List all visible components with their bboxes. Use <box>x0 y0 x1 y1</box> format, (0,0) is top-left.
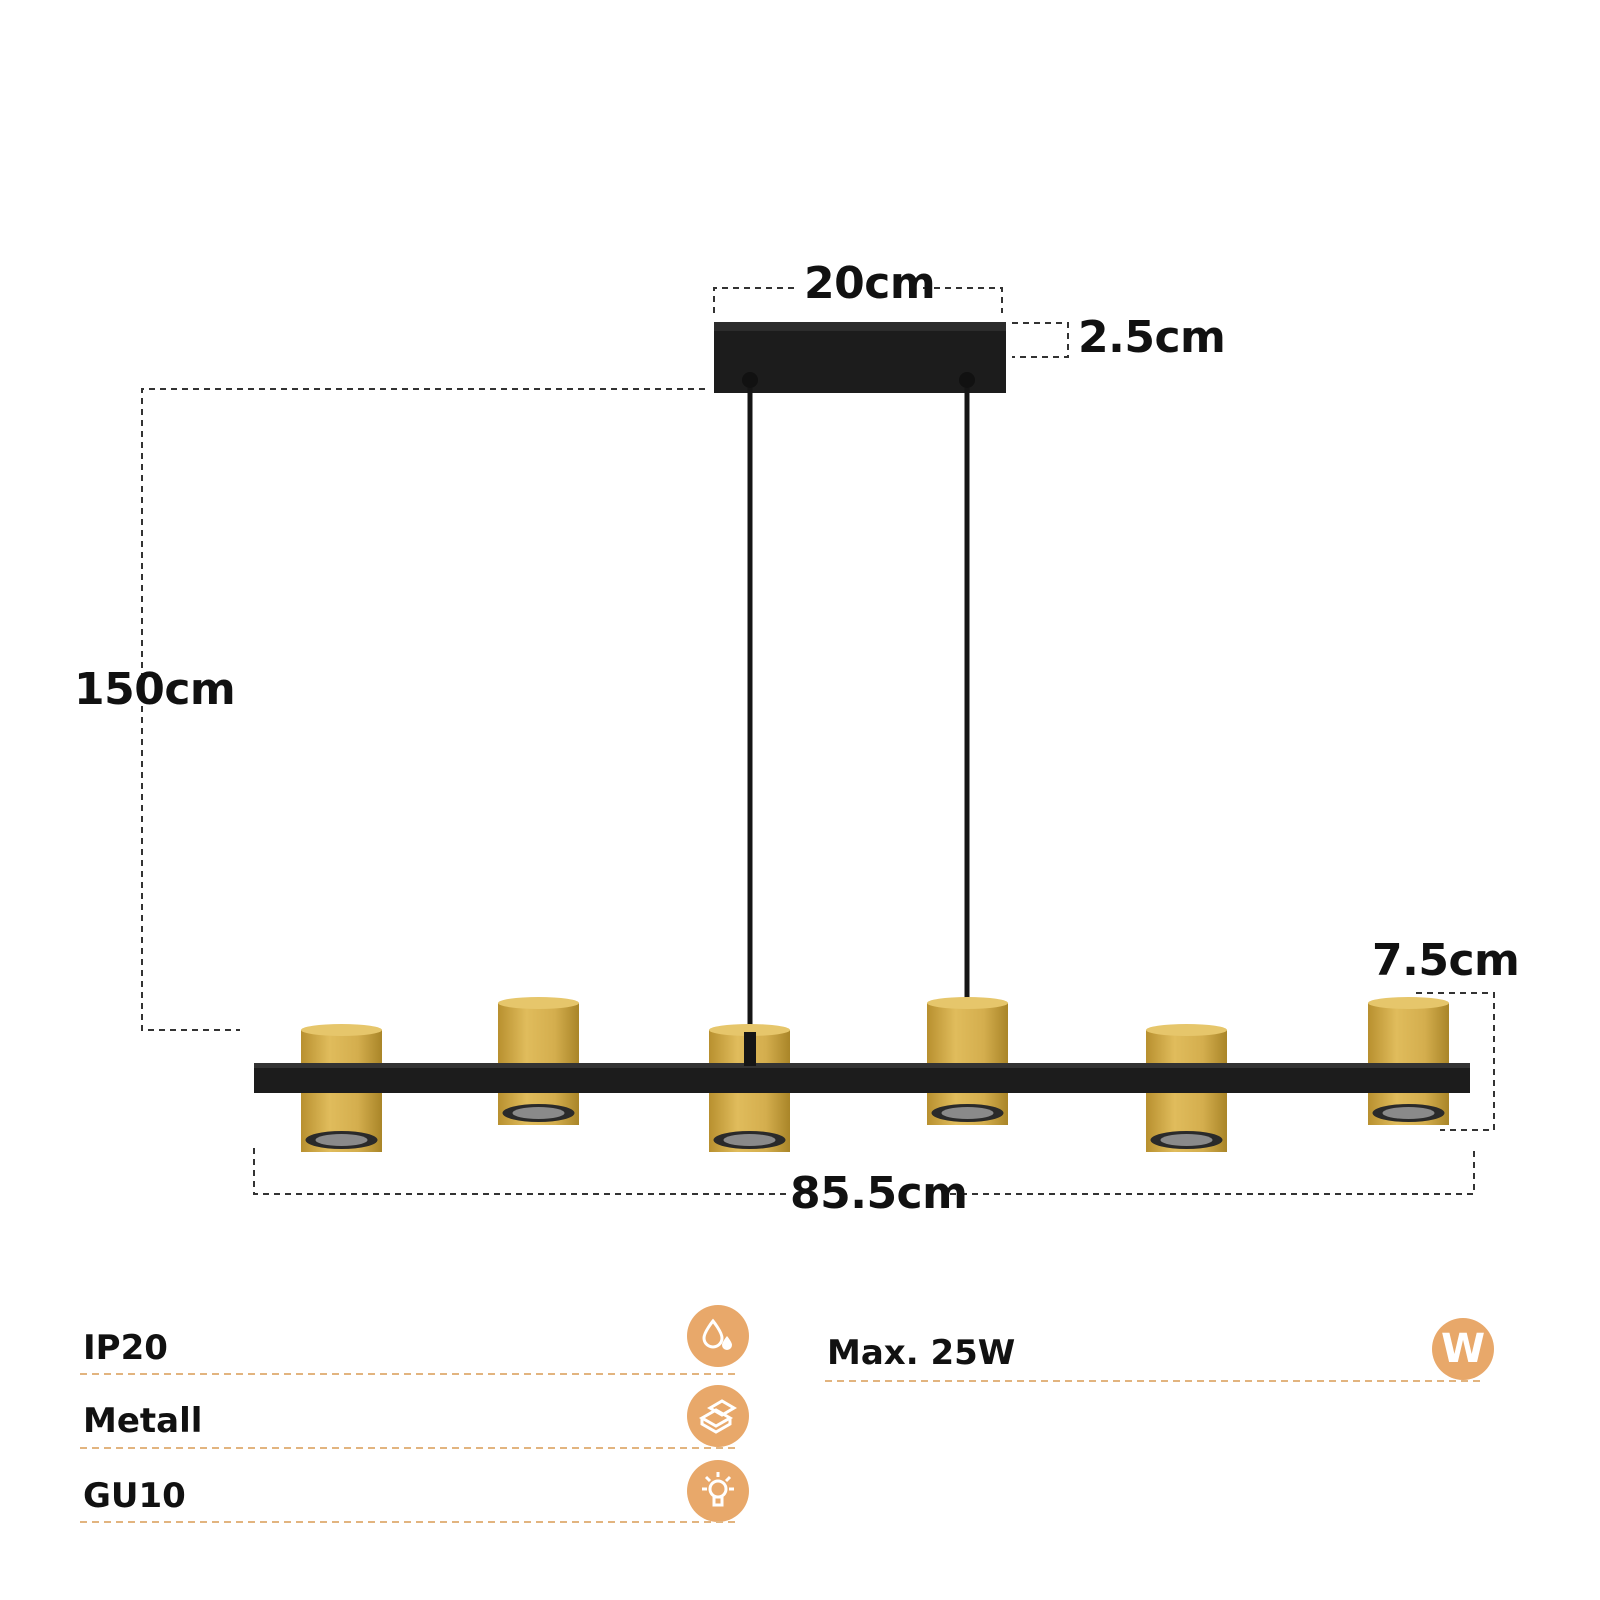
watt-icon: W <box>1432 1318 1494 1380</box>
spot-light-4 <box>927 997 1008 1125</box>
dimension-lines <box>141 287 1495 1195</box>
canopy-height-label: 2.5cm <box>1078 312 1226 363</box>
spec-label-material: Metall <box>83 1401 203 1441</box>
spot-height-line <box>1416 992 1495 1131</box>
bar-length-line <box>253 1148 786 1195</box>
canopy-width-line <box>713 287 798 313</box>
water-drops-icon <box>687 1305 749 1367</box>
canopy-width-label: 20cm <box>804 258 936 309</box>
spec-label-wattage: Max. 25W <box>827 1333 1016 1373</box>
suspension-cables <box>747 388 970 1040</box>
watt-icon-letter: W <box>1440 1326 1486 1372</box>
light-bar <box>254 1032 1470 1093</box>
metal-bars-icon <box>687 1385 749 1447</box>
spec-label-socket: GU10 <box>83 1476 186 1516</box>
cable-length-line <box>141 388 705 1031</box>
cable-length-label: 150cm <box>74 664 236 715</box>
spot-light-2 <box>498 997 579 1125</box>
bar-length-label: 85.5cm <box>790 1168 968 1219</box>
spot-light-6 <box>1368 997 1449 1125</box>
spot-lights <box>301 997 1449 1152</box>
light-bulb-icon <box>687 1460 749 1522</box>
canopy-height-line <box>1012 322 1069 358</box>
spot-height-label: 7.5cm <box>1372 935 1520 986</box>
spec-label-ip: IP20 <box>83 1328 168 1368</box>
ceiling-canopy <box>714 322 1006 393</box>
